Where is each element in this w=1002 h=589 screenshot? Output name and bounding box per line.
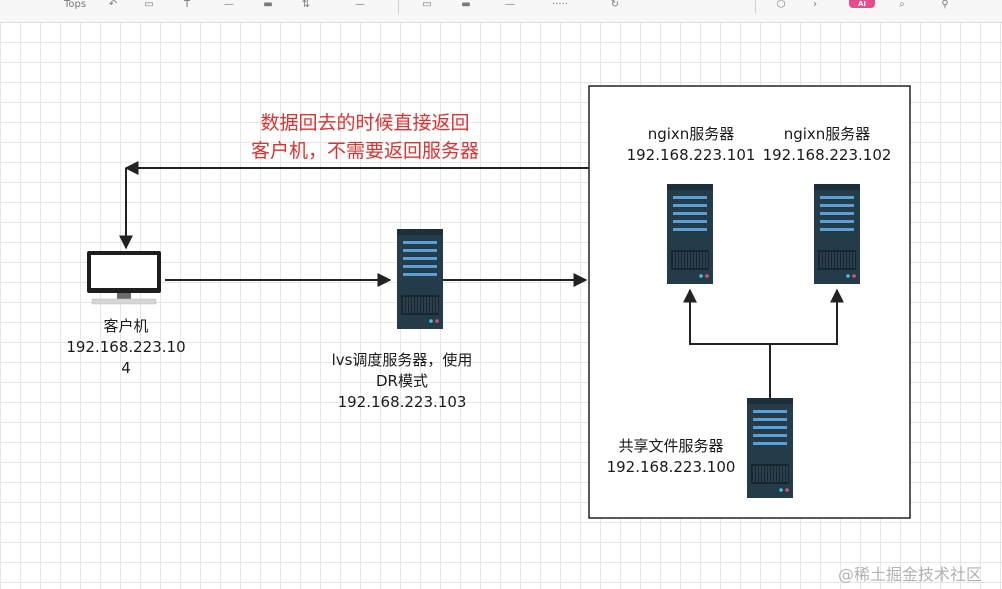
arrange-icon[interactable]: ⇅: [301, 0, 311, 10]
toolbar-separator: [755, 0, 756, 14]
note-line-2: 客户机，不需要返回服务器: [250, 140, 479, 162]
search-icon[interactable]: ⌕: [899, 0, 905, 10]
arrow-shared-to-nginx1[interactable]: [683, 288, 771, 398]
lvs-name: lvs调度服务器，使用: [331, 351, 473, 369]
zoom-level[interactable]: Tops: [63, 0, 87, 10]
nginx2-ip: 192.168.223.102: [762, 146, 892, 164]
note-line-1: 数据回去的时候直接返回: [260, 112, 470, 134]
share-icon[interactable]: ⬡: [776, 0, 786, 10]
chevron-right-icon[interactable]: ›: [813, 0, 817, 10]
client-name: 客户机: [103, 317, 149, 335]
watermark: @稀土掘金技术社区: [838, 565, 983, 584]
align-icon[interactable]: ▭: [422, 0, 432, 10]
shared-server-ip: 192.168.223.100: [606, 458, 736, 476]
ai-badge[interactable]: AI: [849, 0, 875, 8]
return-path-note[interactable]: 数据回去的时候直接返回 客户机，不需要返回服务器: [230, 109, 500, 165]
server-icon[interactable]: [396, 228, 444, 330]
line-style-icon[interactable]: —: [355, 0, 365, 10]
nginx1-name: ngixn服务器: [647, 125, 735, 143]
nginx1-ip: 192.168.223.101: [626, 146, 756, 164]
server-icon[interactable]: [666, 183, 714, 285]
lvs-label[interactable]: lvs调度服务器，使用 DR模式 192.168.223.103: [312, 350, 492, 413]
line-icon[interactable]: —: [224, 0, 234, 10]
arrow-shared-to-nginx2[interactable]: [770, 288, 844, 345]
lvs-ip: 192.168.223.103: [337, 393, 467, 411]
fill-icon[interactable]: ▬: [263, 0, 273, 10]
server-icon[interactable]: [746, 397, 794, 499]
lvs-mode: DR模式: [376, 372, 428, 390]
text-icon[interactable]: T: [183, 0, 191, 10]
spacing-icon[interactable]: —: [505, 0, 515, 10]
link-icon[interactable]: ↻: [610, 0, 620, 10]
shape-icon[interactable]: ▭: [144, 0, 154, 10]
toolbar: Tops ↶ ▭ T — ▬ ⇅ — ▭ ▬ — ····· ↻ ⬡ › AI …: [0, 0, 1002, 23]
client-label[interactable]: 客户机 192.168.223.10 4: [60, 316, 192, 379]
shared-server-label[interactable]: 共享文件服务器 192.168.223.100: [598, 436, 744, 478]
server-icon[interactable]: [813, 183, 861, 285]
distribute-icon[interactable]: ▬: [461, 0, 471, 10]
user-icon[interactable]: ⚲: [941, 0, 949, 10]
nginx1-label[interactable]: ngixn服务器 192.168.223.101: [618, 124, 764, 166]
desktop-computer-icon[interactable]: [87, 251, 161, 305]
client-ip-continued: 4: [121, 359, 131, 377]
more-icon[interactable]: ·····: [552, 0, 568, 10]
nginx2-label[interactable]: ngixn服务器 192.168.223.102: [754, 124, 900, 166]
nginx2-name: ngixn服务器: [783, 125, 871, 143]
client-ip: 192.168.223.10: [66, 338, 186, 356]
undo-icon[interactable]: ↶: [108, 0, 118, 10]
toolbar-separator: [398, 0, 399, 14]
shared-server-name: 共享文件服务器: [618, 437, 724, 455]
